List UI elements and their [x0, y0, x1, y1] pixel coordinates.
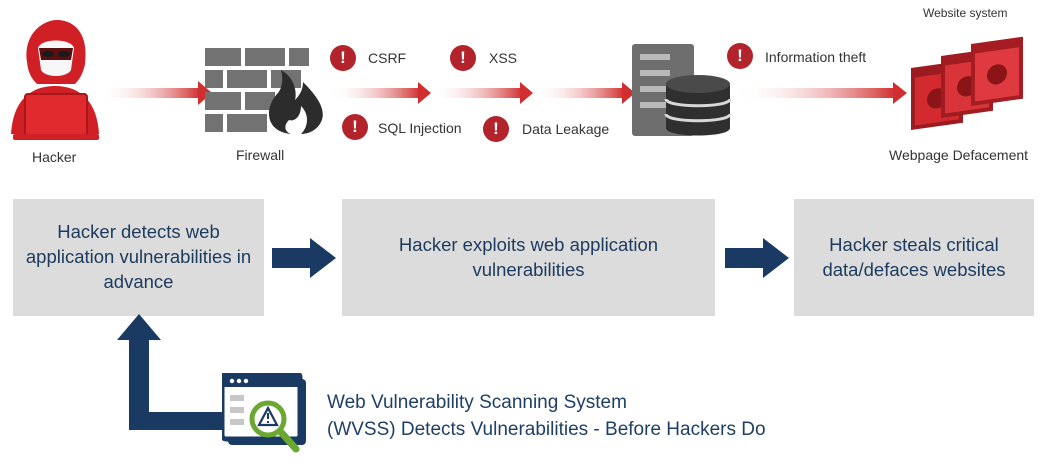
threat-csrf: CSRF [368, 50, 407, 66]
arrow-hacker-firewall [100, 81, 212, 105]
navy-arrow-1 [272, 238, 336, 278]
wvss-caption-line2: (WVSS) Detects Vulnerabilities - Before … [327, 418, 766, 440]
navy-arrow-2 [725, 238, 789, 278]
threat-data-leakage: Data Leakage [522, 121, 610, 137]
arrow-csrf-xss [432, 82, 533, 104]
threat-xss: XSS [489, 50, 518, 66]
warning-icon-sql-injection: ! [342, 114, 368, 140]
step-text-detect: Hacker detects web application vulnerabi… [25, 221, 252, 292]
warning-icon-csrf: ! [330, 45, 356, 71]
firewall-icon [205, 48, 335, 138]
attack-flow-arrows [100, 81, 907, 105]
website-system-label: Website system [923, 6, 1008, 20]
warning-icon-xss: ! [450, 45, 476, 71]
hacker-icon [5, 14, 105, 144]
warning-icon-information-theft: ! [727, 43, 753, 69]
firewall-label: Firewall [236, 147, 285, 163]
webpage-defacement-label: Webpage Defacement [889, 147, 1029, 163]
wvss-caption-line1: Web Vulnerability Scanning System [327, 392, 627, 413]
step-text-steal: Hacker steals critical data/defaces webs… [822, 233, 1006, 280]
vulnerability-scanner-icon [219, 370, 318, 459]
threat-information-theft: Information theft [765, 49, 867, 65]
feedback-arrow [117, 314, 223, 430]
hacker-label: Hacker [32, 149, 77, 165]
wvss-caption: Web Vulnerability Scanning System (WVSS)… [327, 390, 766, 444]
website-system-icon [905, 34, 1035, 144]
database-server-icon [632, 44, 732, 144]
arrow-firewall-csrf [330, 82, 431, 104]
step-text-exploit: Hacker exploits web application vulnerab… [398, 233, 659, 280]
step-box-exploit: Hacker exploits web application vulnerab… [342, 199, 715, 316]
step-box-detect: Hacker detects web application vulnerabi… [13, 199, 264, 316]
arrow-database-website [735, 82, 907, 104]
threat-sql-injection: SQL Injection [378, 120, 462, 136]
warning-icon-data-leakage: ! [483, 116, 509, 142]
arrow-xss-database [534, 82, 635, 104]
step-box-steal: Hacker steals critical data/defaces webs… [794, 199, 1034, 316]
